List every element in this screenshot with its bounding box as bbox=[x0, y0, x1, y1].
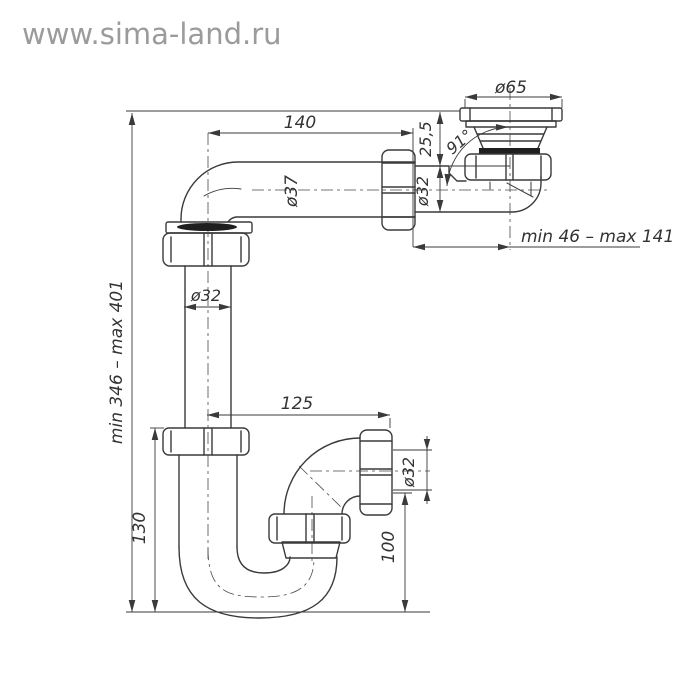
drain-nut bbox=[464, 153, 552, 181]
outlet-socket-detail bbox=[489, 181, 534, 198]
trap-bowl-inner bbox=[236, 546, 291, 574]
dim-label-125: 125 bbox=[281, 394, 313, 414]
trap-bowl-outer bbox=[178, 546, 338, 619]
horizontal-pipe-end-nut bbox=[381, 149, 416, 231]
dim-label-dia32-vertical: ø32 bbox=[190, 286, 221, 305]
dim-label-dia65: ø65 bbox=[494, 78, 527, 98]
outside-arrows-32-trap bbox=[423, 439, 431, 501]
dim-label-dia32-trap: ø32 bbox=[399, 457, 418, 488]
horizontal-pipe-bottom-outline bbox=[227, 216, 416, 223]
sink-flange-rim bbox=[465, 120, 557, 128]
ext-lines-32-trap bbox=[393, 449, 432, 491]
trap-end-nut-ribs bbox=[359, 440, 393, 505]
sink-flange-top bbox=[459, 107, 563, 122]
siphon-outline bbox=[162, 107, 563, 619]
trap-elbow-outer bbox=[283, 437, 361, 515]
dim-label-140: 140 bbox=[284, 113, 316, 133]
dim-label-dia32-outlet: ø32 bbox=[413, 176, 432, 207]
outlet-body-bottom bbox=[414, 176, 542, 213]
trap-outlet-collar bbox=[281, 541, 341, 559]
trap-outlet-nut bbox=[268, 513, 351, 544]
drain-taper-body bbox=[473, 126, 548, 149]
upper-union-nut-ribs bbox=[170, 232, 242, 267]
centerline-bowl-arc bbox=[207, 547, 315, 598]
dim-label-min46-max141: min 46 – max 141 bbox=[521, 227, 674, 247]
drain-gasket bbox=[479, 148, 540, 154]
trap-end-nut bbox=[359, 429, 393, 516]
dim-label-130: 130 bbox=[130, 512, 150, 544]
dim-label-angle-91: 91° bbox=[442, 125, 476, 158]
dim-label-25-5: 25,5 bbox=[416, 121, 435, 157]
upper-union-nut bbox=[162, 232, 250, 267]
angle-arc-91 bbox=[444, 124, 509, 187]
dim-label-dia37: ø37 bbox=[282, 175, 302, 208]
ext-lines-65 bbox=[464, 99, 563, 108]
trap-outlet-nut-ribs bbox=[276, 513, 343, 544]
trap-inlet-tube bbox=[178, 454, 238, 548]
drain-nut-ribs bbox=[475, 153, 542, 181]
watermark-text: www.sima-land.ru bbox=[22, 17, 282, 51]
horizontal-pipe-top-outline bbox=[180, 161, 416, 223]
elbow-inner-contour bbox=[203, 187, 242, 197]
horizontal-pipe-end-nut-ribs bbox=[381, 162, 416, 218]
arrow-down-icon bbox=[423, 439, 431, 450]
upper-joint-gasket bbox=[177, 223, 237, 231]
trap-elbow-inner bbox=[341, 495, 361, 515]
vertical-pipe bbox=[184, 265, 232, 429]
centerline-elbow-diagonal bbox=[298, 465, 343, 509]
dim-label-min346-max401: min 346 – max 401 bbox=[107, 280, 127, 444]
arrow-up-icon bbox=[423, 490, 431, 501]
dimension-lines bbox=[126, 93, 640, 613]
centerlines bbox=[207, 88, 547, 598]
lower-union-nut bbox=[162, 427, 250, 456]
dimension-labels: 140 ø65 25,5 91° ø37 ø32 min 46 – max 14… bbox=[107, 78, 674, 563]
sink-flange-edges bbox=[469, 107, 553, 122]
dim-label-100: 100 bbox=[379, 531, 399, 563]
lower-union-nut-ribs bbox=[170, 427, 242, 456]
